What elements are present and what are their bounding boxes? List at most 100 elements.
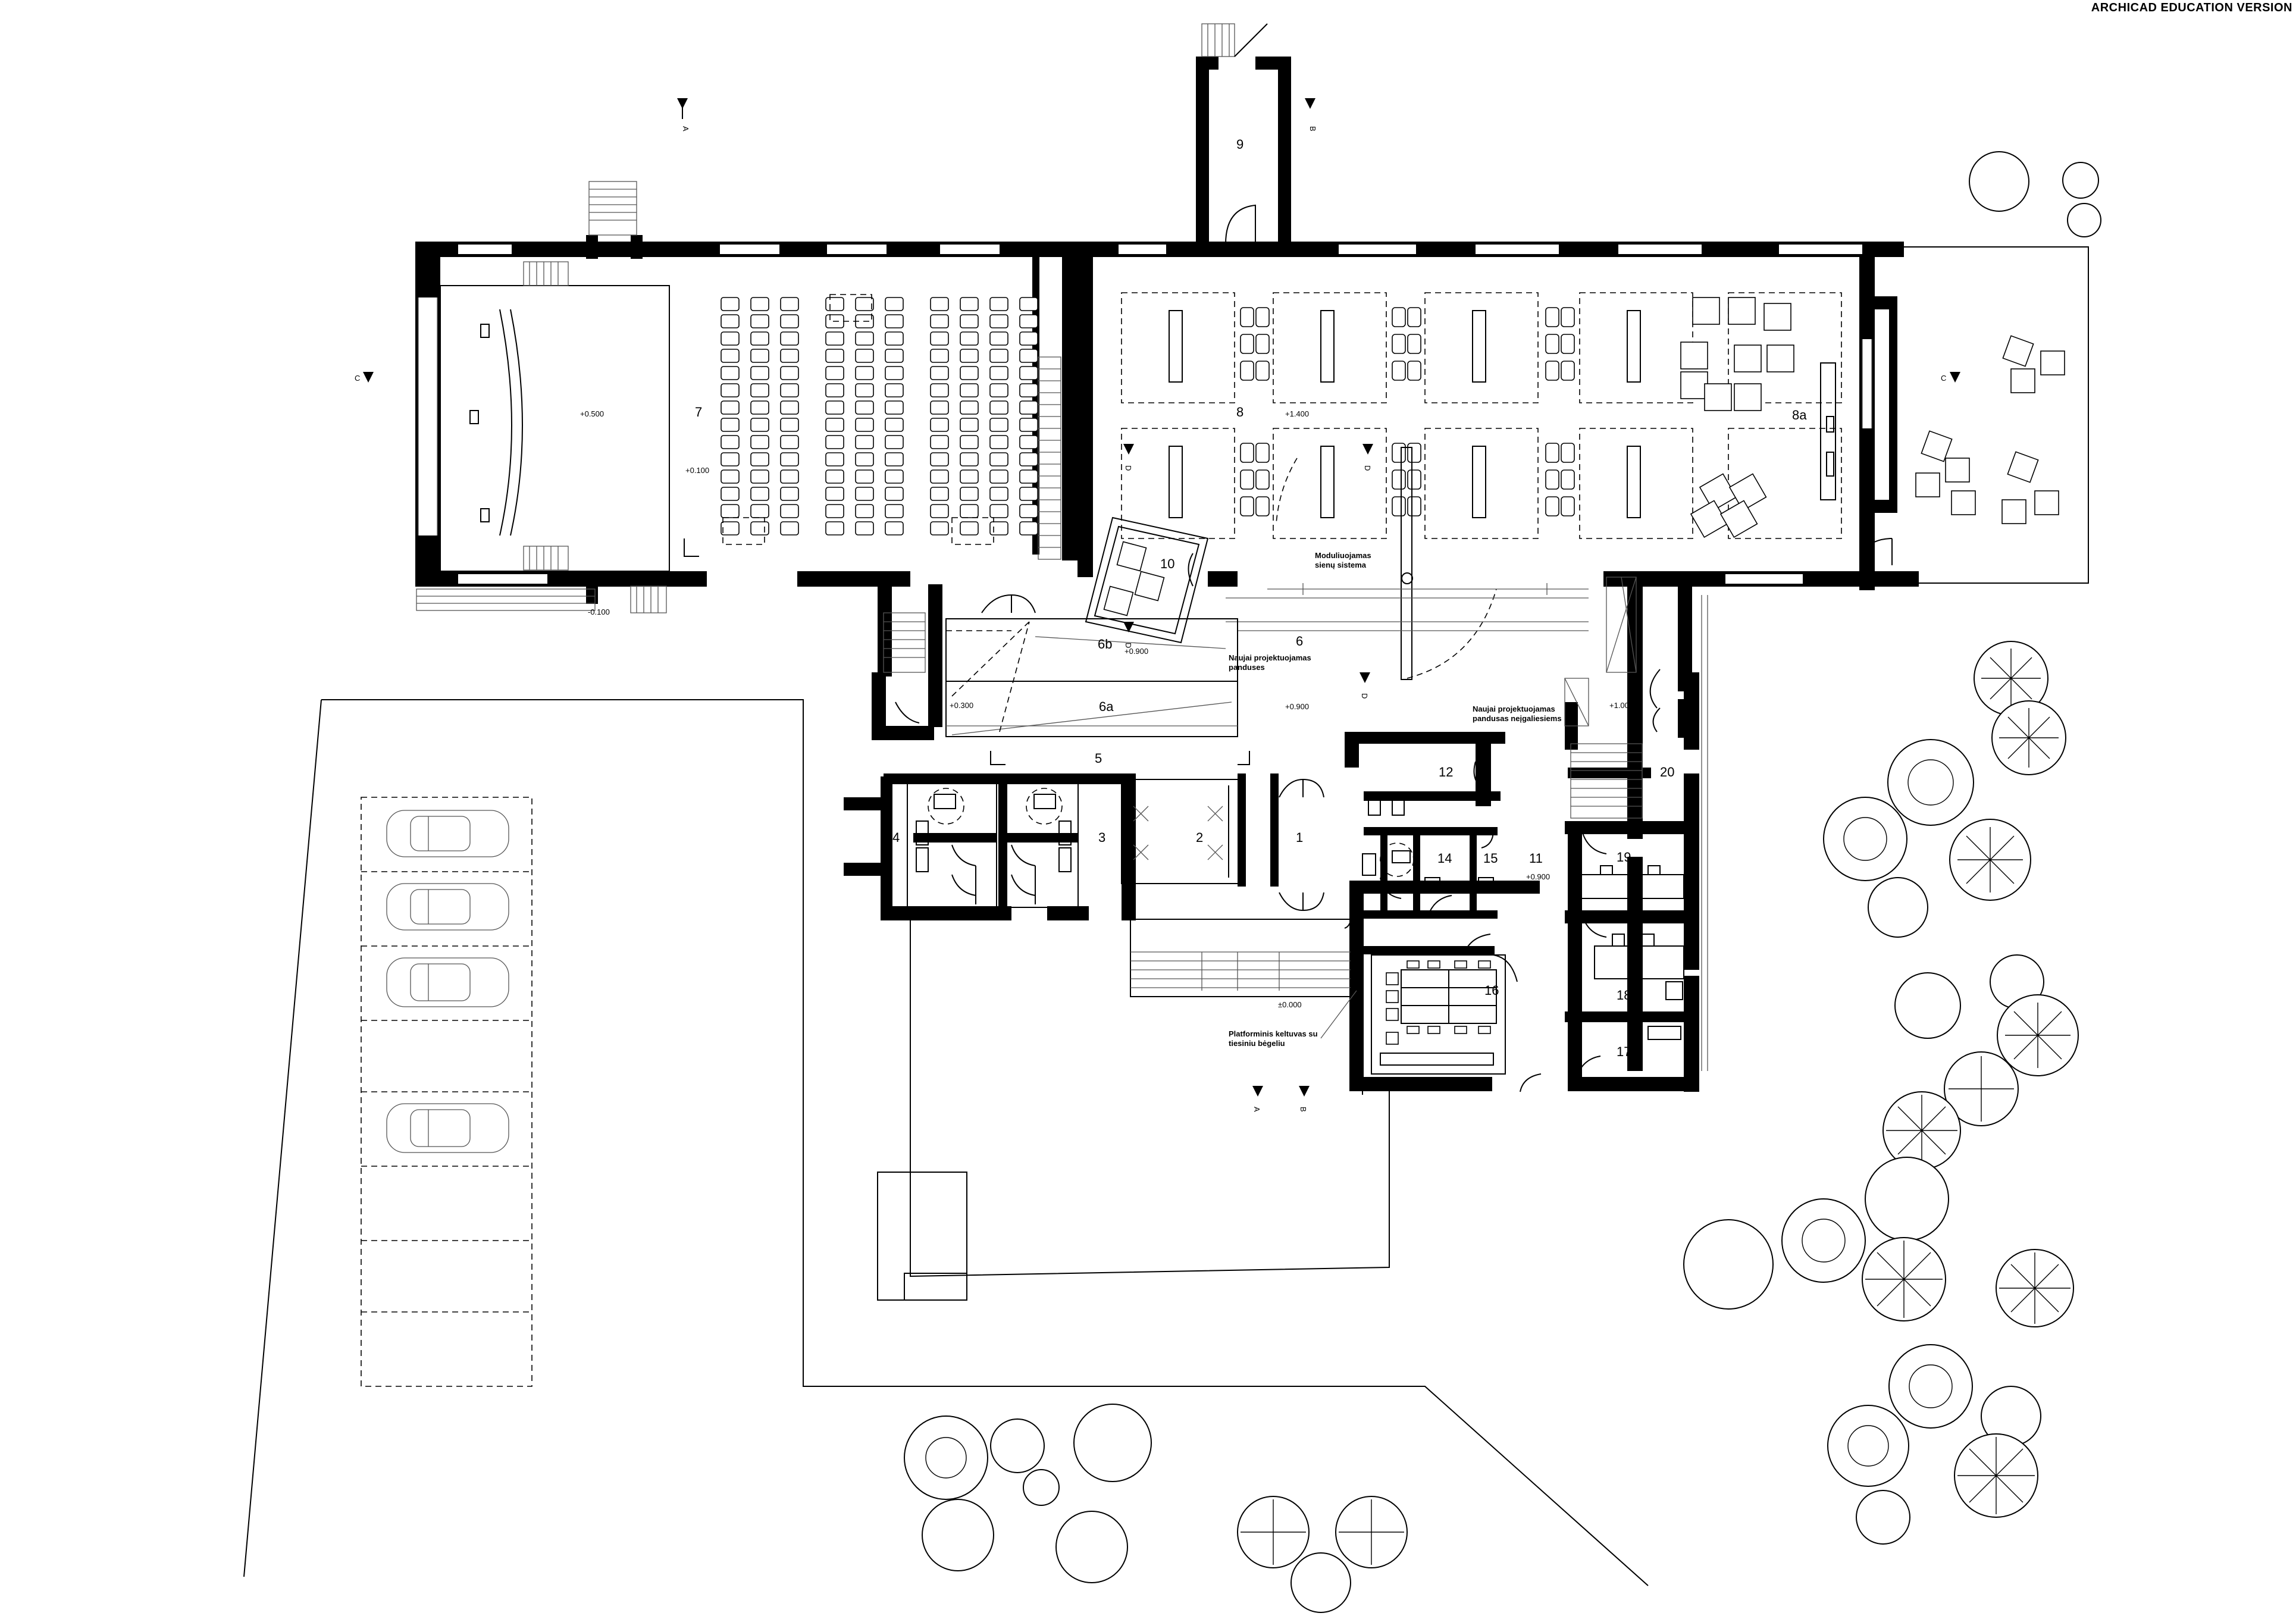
seat [721, 331, 740, 346]
seat [989, 331, 1008, 346]
seat [750, 400, 769, 415]
level-mark: +0.900 [1526, 872, 1550, 881]
seat [1019, 418, 1038, 432]
chair [1545, 334, 1559, 354]
desk [1472, 446, 1486, 518]
room-label: 19 [1617, 850, 1631, 865]
seat [721, 314, 740, 328]
level-mark: +0.500 [580, 409, 604, 418]
classroom-module [1424, 428, 1539, 539]
seat [1019, 469, 1038, 484]
seat [780, 504, 799, 518]
seat [855, 400, 874, 415]
seat [930, 297, 949, 311]
room-label: 6a [1099, 699, 1114, 714]
seat [780, 487, 799, 501]
car [386, 883, 509, 931]
entrance-ramp [877, 919, 1357, 1301]
chair [1407, 361, 1421, 381]
seat [721, 349, 740, 363]
seat [930, 383, 949, 397]
level-mark: +1.400 [1285, 409, 1309, 418]
seat [885, 469, 904, 484]
seat [930, 314, 949, 328]
seat [989, 504, 1008, 518]
section-label-d: D [1363, 465, 1372, 471]
seat [721, 504, 740, 518]
terrace [1862, 246, 2089, 584]
seat [1019, 452, 1038, 466]
seat [885, 418, 904, 432]
seat [855, 469, 874, 484]
auditorium-seating [721, 294, 1038, 545]
level-mark: +0.300 [950, 701, 973, 710]
section-label-d: D [1124, 465, 1133, 471]
seat [989, 521, 1008, 535]
section-label-d: D [1360, 693, 1369, 699]
seat [989, 297, 1008, 311]
seat [930, 400, 949, 415]
seat [960, 400, 979, 415]
classroom-module [1728, 292, 1842, 403]
seat [825, 521, 844, 535]
seat [750, 349, 769, 363]
seat [989, 314, 1008, 328]
admin-rooms [1344, 595, 1708, 1095]
level-mark: +0.900 [1124, 647, 1148, 656]
classroom-module [1121, 428, 1235, 539]
chair [1255, 334, 1270, 354]
seat [780, 418, 799, 432]
desk [1320, 446, 1335, 518]
chair [1561, 469, 1575, 490]
seat [960, 366, 979, 380]
level-mark: +0.100 [685, 466, 709, 475]
seat [930, 469, 949, 484]
seat [750, 504, 769, 518]
seat [885, 331, 904, 346]
seat [989, 349, 1008, 363]
seat [960, 435, 979, 449]
seat [1019, 435, 1038, 449]
room-label: 18 [1617, 988, 1631, 1003]
seat [1019, 349, 1038, 363]
seat [1019, 521, 1038, 535]
seat [989, 452, 1008, 466]
note-platform-line2: tiesiniu bėgeliu [1229, 1039, 1285, 1048]
chair [1545, 307, 1559, 327]
room-label: 6b [1098, 637, 1112, 652]
chair [1545, 443, 1559, 463]
seat [750, 383, 769, 397]
note-modular-line1: Moduliuojamas [1315, 551, 1371, 560]
seat [960, 297, 979, 311]
classroom-module [1273, 292, 1387, 403]
chair [1240, 361, 1254, 381]
chair [1561, 361, 1575, 381]
seat [885, 521, 904, 535]
seat [1019, 366, 1038, 380]
chair [1561, 334, 1575, 354]
seat [721, 487, 740, 501]
windows [418, 245, 1872, 584]
chair [1240, 307, 1254, 327]
seat [885, 383, 904, 397]
classroom-module [1728, 428, 1842, 539]
seat [825, 487, 844, 501]
seat [721, 366, 740, 380]
seat [780, 452, 799, 466]
seat [885, 435, 904, 449]
room-label: 7 [695, 405, 702, 419]
classroom-module [1579, 292, 1693, 403]
room-label: 4 [892, 830, 900, 845]
seat [825, 435, 844, 449]
room-label: 14 [1437, 851, 1452, 866]
chair [1255, 496, 1270, 516]
classroom-module [1121, 292, 1235, 403]
seat [930, 521, 949, 535]
modular-partition [1226, 447, 1589, 680]
toilets [907, 779, 1324, 911]
seat [780, 521, 799, 535]
note-newramp-line4: pandusas neįgaliesiems [1473, 714, 1562, 723]
seat [825, 331, 844, 346]
seat [885, 366, 904, 380]
